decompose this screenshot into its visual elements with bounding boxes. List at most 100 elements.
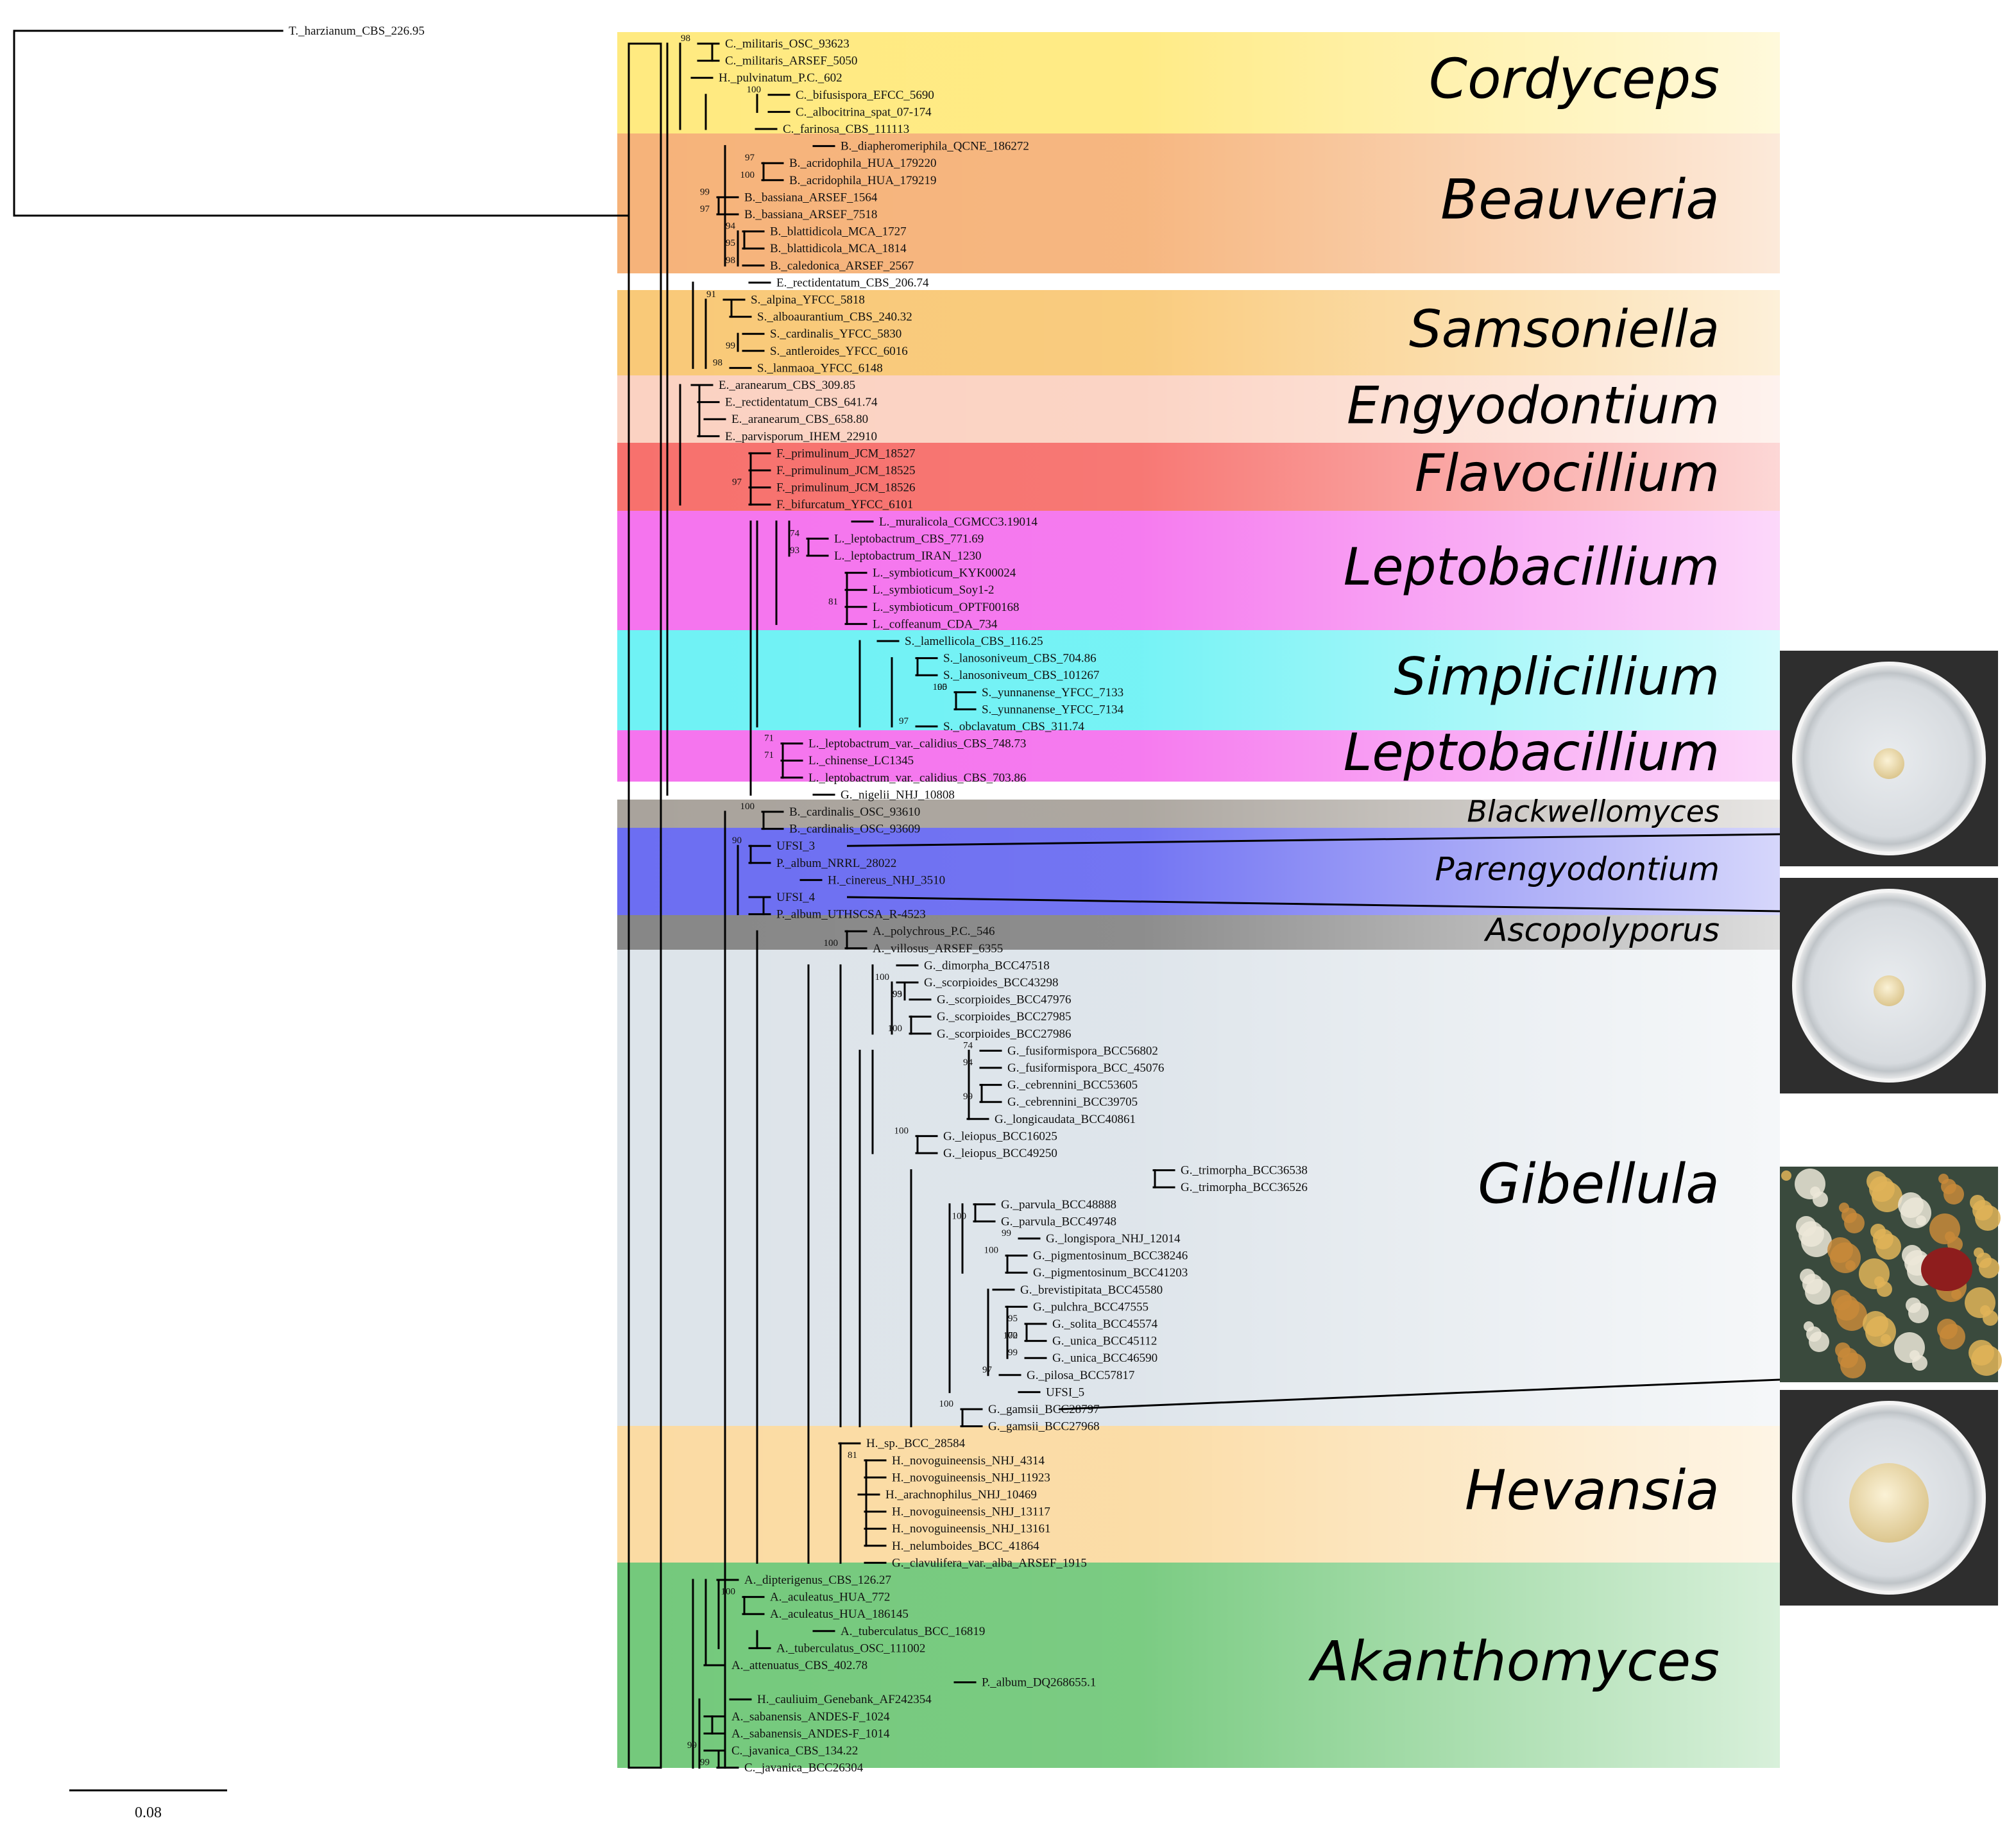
photo-panels: [846, 651, 2002, 1606]
taxon-label: E._parvisporum_IHEM_22910: [725, 430, 877, 443]
bootstrap-value: 98: [726, 255, 735, 266]
taxon-label: G._scorpioides_BCC47976: [937, 993, 1072, 1007]
taxon-label: S._alboaurantium_CBS_240.32: [757, 311, 912, 324]
clade-name: Leptobacillium: [1344, 537, 1720, 597]
taxon-label: B._acridophila_HUA_179220: [789, 157, 937, 170]
bootstrap-value: 93: [790, 545, 799, 556]
clade-name: Simplicillium: [1394, 647, 1720, 707]
taxon-label: G._parvula_BCC49748: [1001, 1215, 1116, 1228]
taxon-label: P._album_DQ268655.1: [982, 1676, 1096, 1690]
clade-band-fade: [617, 375, 1780, 443]
taxon-label: A._villosus_ARSEF_6355: [873, 942, 1003, 956]
bootstrap-value: 91: [706, 289, 716, 300]
taxon-label: G._trimorpha_BCC36526: [1181, 1181, 1308, 1194]
clade-bands: [617, 32, 1780, 1768]
clade-name: Hevansia: [1465, 1459, 1720, 1523]
taxon-label: E._rectidentatum_CBS_641.74: [725, 396, 878, 409]
bootstrap-value: 81: [848, 1450, 857, 1461]
taxon-label: A._polychrous_P.C._546: [873, 925, 995, 938]
bootstrap-value: 93: [893, 990, 902, 1000]
clade-band-fade: [617, 950, 1780, 1426]
taxon-label: A._aculeatus_HUA_186145: [770, 1607, 909, 1621]
taxon-label: B._acridophila_HUA_179219: [789, 174, 937, 187]
clade-band-fade: [617, 730, 1780, 782]
taxon-label: L._coffeanum_CDA_734: [873, 617, 998, 631]
taxon-label: G._brevistipitata_BCC45580: [1020, 1283, 1163, 1297]
clade-name: Parengyodontium: [1435, 851, 1720, 888]
taxon-label: C._militaris_OSC_93623: [725, 37, 850, 51]
taxon-label: C._militaris_ARSEF_5050: [725, 55, 857, 68]
bootstrap-value: 94: [726, 221, 736, 232]
taxon-label: C._albocitrina_spat_07-174: [796, 105, 932, 119]
bootstrap-value: 100: [824, 938, 839, 948]
bootstrap-value: 97: [732, 477, 742, 488]
bootstrap-value: 99: [700, 1758, 710, 1768]
culture-photo-1: [1780, 651, 1998, 866]
taxon-label: G._scorpioides_BCC43298: [924, 976, 1059, 990]
bootstrap-value: 71: [764, 733, 774, 744]
bootstrap-value: 74: [790, 528, 800, 538]
taxon-label: S._yunnanense_YFCC_7133: [982, 686, 1123, 699]
bootstrap-value: 100: [875, 972, 890, 982]
bootstrap-value: 100: [740, 170, 755, 180]
taxon-label: H._nelumboides_BCC_41864: [892, 1539, 1039, 1553]
bootstrap-value: 100: [747, 85, 762, 95]
bootstrap-value: 97: [745, 153, 755, 163]
taxon-label: G._nigelii_NHJ_10808: [841, 788, 955, 801]
clade-band-fade: [617, 133, 1780, 273]
bootstrap-value: 97: [700, 204, 710, 214]
taxon-label: G._fusiformispora_BCC56802: [1007, 1044, 1158, 1058]
taxon-label: L._chinense_LC1345: [808, 754, 914, 767]
taxon-label: S._lanmaoa_YFCC_6148: [757, 361, 883, 375]
clade-name: Blackwellomyces: [1467, 794, 1720, 829]
bootstrap-values: 9810097100999795949891999897749381951009…: [681, 33, 1018, 1768]
taxon-label: A._attenuatus_CBS_402.78: [731, 1659, 867, 1672]
bootstrap-value: 99: [1008, 1348, 1018, 1358]
bootstrap-value: 100: [939, 1399, 954, 1409]
scale-bar: 0.08: [69, 1789, 227, 1821]
taxon-label: A._tuberculatus_BCC_16819: [841, 1625, 985, 1638]
taxon-label: C._farinosa_CBS_111113: [783, 123, 909, 136]
taxon-label: G._leiopus_BCC49250: [943, 1147, 1057, 1160]
culture-photo-2: [1780, 878, 1998, 1093]
taxon-label: G._dimorpha_BCC47518: [924, 959, 1050, 972]
taxon-label: H._novoguineensis_NHJ_13161: [892, 1522, 1051, 1536]
taxon-label: G._trimorpha_BCC36538: [1181, 1164, 1308, 1178]
bootstrap-value: 81: [828, 597, 838, 607]
taxon-label: G._leiopus_BCC16025: [943, 1129, 1057, 1143]
bootstrap-value: 99: [963, 1092, 973, 1102]
scale-bar-label: 0.08: [135, 1804, 162, 1821]
bootstrap-value: 98: [713, 357, 722, 368]
taxon-label: A._tuberculatus_OSC_111002: [776, 1641, 925, 1655]
taxon-label: B._diapheromeriphila_QCNE_186272: [841, 140, 1029, 153]
taxon-label: L._symbioticum_KYK00024: [873, 567, 1016, 580]
taxon-label: G._longicaudata_BCC40861: [995, 1113, 1136, 1126]
taxon-label: C._javanica_CBS_134.22: [731, 1744, 858, 1758]
taxon-label: L._symbioticum_OPTF00168: [873, 601, 1020, 614]
bootstrap-value: 100: [721, 1587, 736, 1597]
bootstrap-value: 74: [963, 1040, 973, 1050]
outgroup: T._harzianum_CBS_226.95: [13, 24, 630, 217]
taxon-label: L._leptobactrum_CBS_771.69: [834, 532, 984, 545]
culture-photo-3: [1780, 1390, 1998, 1606]
taxon-label: F._primulinum_JCM_18525: [776, 464, 915, 477]
taxon-label: G._gamsii_BCC27968: [988, 1420, 1100, 1434]
taxon-label: G._fusiformispora_BCC_45076: [1007, 1061, 1164, 1075]
taxon-label: B._bassiana_ARSEF_7518: [744, 208, 877, 221]
taxon-label: H._sp._BCC_28584: [866, 1437, 966, 1450]
taxon-label: H._cauliuim_Genebank_AF242354: [757, 1693, 932, 1706]
clade-name: Gibellula: [1478, 1152, 1720, 1216]
clade-band-fade: [617, 1563, 1780, 1768]
taxon-label: B._caledonica_ARSEF_2567: [770, 259, 914, 273]
photo-link-line: [846, 896, 1781, 913]
taxon-label: S._yunnanense_YFCC_7134: [982, 703, 1124, 716]
taxon-label: H._novoguineensis_NHJ_4314: [892, 1454, 1045, 1468]
bootstrap-value: 100: [888, 1024, 903, 1034]
bootstrap-value: 99: [687, 1740, 697, 1751]
taxon-label: UFSI_4: [776, 891, 816, 904]
bootstrap-value: 99: [1002, 1228, 1011, 1238]
bootstrap-value: 100: [740, 801, 755, 812]
taxon-label: S._lanosoniveum_CBS_704.86: [943, 652, 1097, 665]
clade-name: Ascopolyporus: [1483, 912, 1720, 949]
taxon-label: L._leptobactrum_IRAN_1230: [834, 549, 982, 563]
